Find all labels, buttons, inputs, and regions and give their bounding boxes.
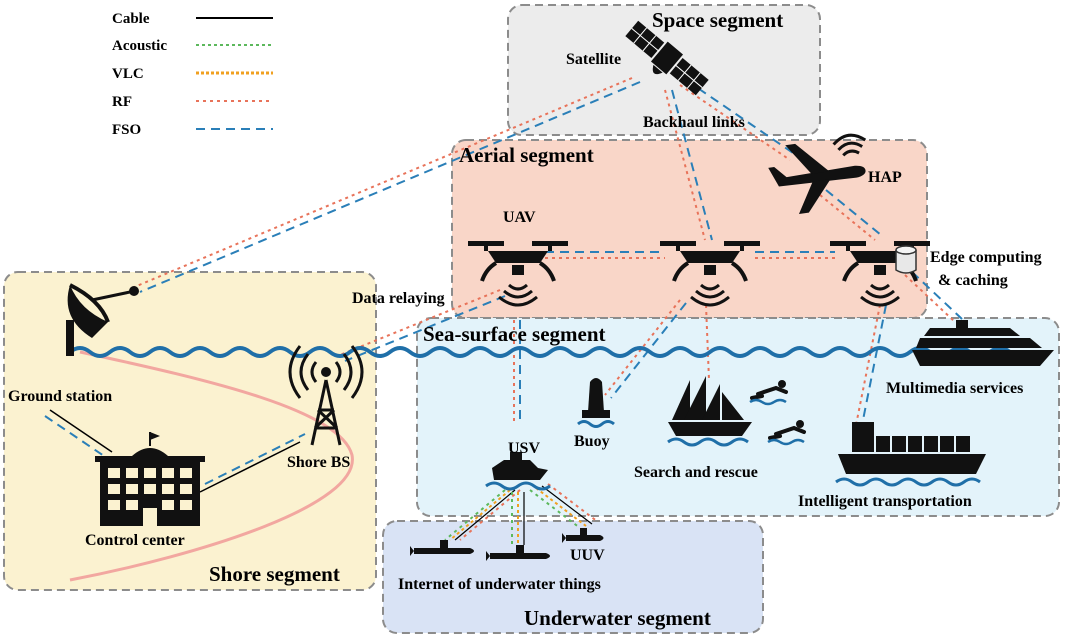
uuv-icon-3	[562, 528, 604, 543]
links	[44, 77, 963, 545]
space-segment-title: Space segment	[652, 8, 783, 32]
uav-label: UAV	[503, 209, 536, 226]
link-uav1-shorebs-rf	[339, 289, 501, 356]
multimedia-services-label: Multimedia services	[886, 380, 1023, 397]
buoy-icon	[577, 378, 615, 428]
buoy-label: Buoy	[574, 433, 610, 450]
sea-surface-segment-title: Sea-surface segment	[423, 322, 606, 346]
caching-label: & caching	[938, 272, 1008, 289]
legend-rf-label: RF	[112, 94, 132, 110]
link-ground-control-cable	[49, 409, 113, 453]
hap-airplane-icon	[768, 133, 867, 215]
shore-bs-tower-icon	[288, 345, 364, 446]
data-relaying-label: Data relaying	[352, 290, 445, 307]
cargo-ship-icon	[835, 422, 986, 487]
link-control-bs-cable	[199, 441, 301, 493]
satellite-icon	[625, 20, 709, 96]
link-usv-uuv1-cable	[454, 489, 516, 541]
link-usv-uuv3-cable	[541, 485, 593, 525]
legend-vlc-label: VLC	[112, 66, 144, 82]
edge-server-icon	[895, 245, 917, 274]
underwater-segment-title: Underwater segment	[524, 606, 711, 630]
uuv-label: UUV	[570, 547, 605, 564]
link-uav3-cargo-fso	[860, 304, 887, 431]
link-uav3-cruise-rf	[904, 274, 956, 323]
link-uav3-cargo-rf	[854, 304, 881, 431]
edge-computing-label: Edge computing	[930, 249, 1042, 266]
shore-segment-box	[3, 271, 377, 591]
control-center-label: Control center	[85, 532, 185, 549]
iout-label: Internet of underwater things	[398, 576, 601, 593]
coastline-curve	[69, 350, 354, 582]
link-ground-control-fso	[44, 415, 108, 459]
link-control-bs-fso	[204, 433, 306, 485]
usv-label: USV	[508, 440, 540, 457]
intelligent-transportation-label: Intelligent transportation	[798, 493, 972, 510]
link-usv-uuv3-vlc	[535, 487, 587, 527]
link-hap-uav3-rf	[819, 194, 876, 241]
shore-bs-label: Shore BS	[287, 454, 350, 471]
link-sat-uav-rf	[664, 89, 706, 241]
shore-segment-title: Shore segment	[209, 562, 340, 586]
link-usv-uuv1-rf	[459, 489, 521, 541]
search-rescue-label: Search and rescue	[634, 464, 758, 481]
cruise-ship-icon	[912, 320, 1054, 366]
link-uav3-cruise-fso	[911, 271, 963, 320]
sea-surface-wave	[68, 346, 1012, 358]
uav-drone-icon-3	[830, 241, 930, 307]
ground-station-dish-icon	[66, 283, 139, 356]
link-sat-ground-fso	[139, 81, 641, 293]
backhaul-links-label: Backhaul links	[643, 114, 745, 131]
uav-drone-icon-1	[468, 241, 568, 307]
aerial-segment-title: Aerial segment	[459, 143, 594, 167]
legend-acoustic-label: Acoustic	[112, 38, 167, 54]
legend: Cable Acoustic VLC RF FSO	[112, 11, 273, 138]
swimmer-icon-1	[749, 380, 788, 406]
link-uav2-buoy-rf	[604, 299, 681, 396]
satellite-label: Satellite	[566, 51, 621, 68]
link-sat-uav-fso	[671, 89, 713, 241]
sailing-ship-icon	[667, 376, 752, 447]
legend-cable-label: Cable	[112, 11, 150, 27]
uuv-icon-1	[410, 540, 474, 556]
ground-station-label: Ground station	[8, 388, 112, 405]
usv-boat-icon	[485, 452, 551, 491]
uav-drone-icon-2	[660, 241, 760, 307]
link-usv-uuv1-vlc	[449, 489, 511, 541]
control-center-windows	[108, 468, 192, 526]
link-sat-hap-rf	[679, 84, 791, 161]
legend-fso-label: FSO	[112, 122, 141, 138]
uuv-icon-2	[486, 545, 550, 561]
underwater-segment-box	[382, 520, 764, 634]
link-usv-uuv1-acoustic	[444, 489, 506, 541]
link-uav2-rescue-rf	[705, 304, 710, 381]
link-hap-uav3-fso	[825, 189, 882, 236]
link-uav1-shorebs-fso	[344, 295, 506, 362]
swimmer-icon-2	[767, 420, 806, 446]
hap-label: HAP	[868, 169, 902, 186]
link-sat-hap-fso	[685, 79, 797, 156]
